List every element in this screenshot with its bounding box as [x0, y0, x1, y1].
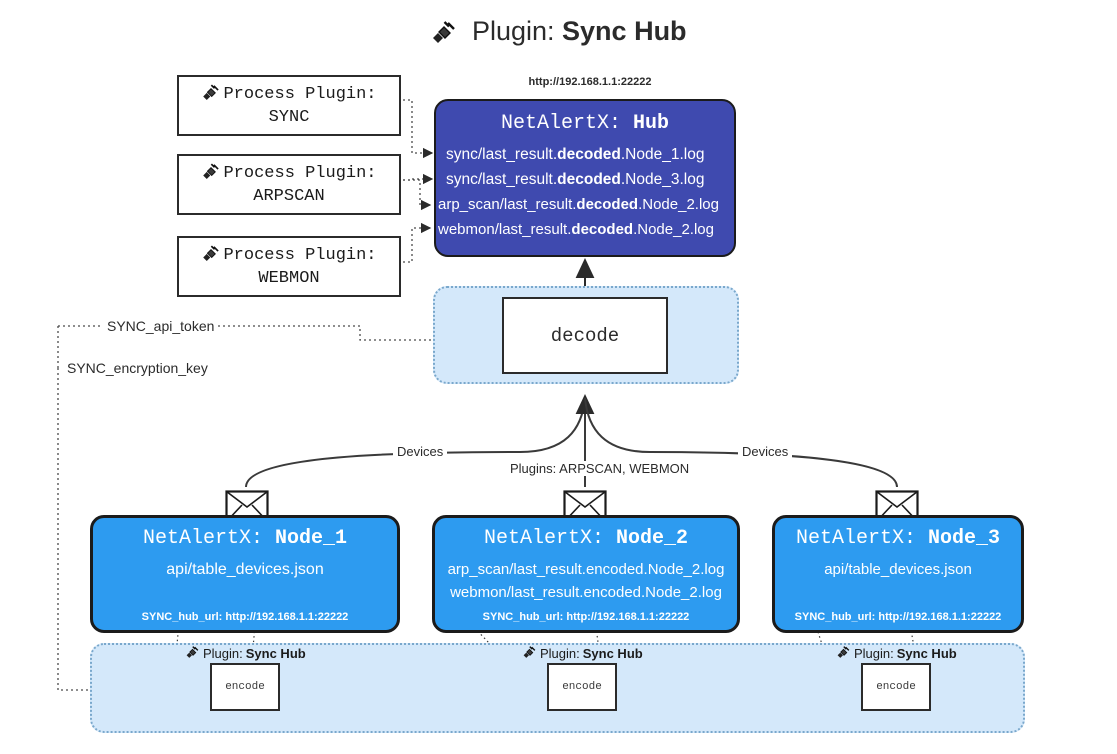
node-3-url: SYNC_hub_url: http://192.168.1.1:22222 — [794, 611, 1002, 623]
encoder-2-label: Plugin: Sync Hub — [522, 645, 643, 661]
hub-log-post: .Node_1.log — [620, 146, 705, 163]
encoder-1-label-prefix: Plugin: — [203, 645, 243, 661]
hub-title-prefix: NetAlertX: — [500, 112, 621, 135]
node-3-title-name: Node_3 — [928, 527, 1001, 550]
node-1-lines: api/table_devices.json — [93, 558, 397, 581]
encoder-2-label-name: Sync Hub — [582, 645, 643, 661]
plug-icon — [522, 645, 537, 661]
devices-label-right: Devices — [738, 444, 793, 459]
devices-label-left: Devices — [393, 444, 448, 459]
encoder-3-label-prefix: Plugin: — [854, 645, 894, 661]
node-1[interactable]: NetAlertX: Node_1 api/table_devices.json… — [90, 515, 400, 633]
hub-log-bold: decoded — [576, 196, 639, 213]
node-1-title-name: Node_1 — [275, 527, 348, 550]
plugins-label-center: Plugins: ARPSCAN, WEBMON — [506, 461, 694, 476]
plug-icon — [201, 83, 221, 107]
process-plugin-webmon[interactable]: Process Plugin: WEBMON — [177, 236, 401, 297]
sync-api-token-label: SYNC_api_token — [103, 318, 219, 334]
encode-box-1[interactable]: encode — [210, 663, 280, 711]
node-2-line: arp_scan/last_result.encoded.Node_2.log — [447, 561, 725, 578]
node-2-title-name: Node_2 — [616, 527, 689, 550]
node-3-line: api/table_devices.json — [824, 561, 972, 578]
node-3-title-prefix: NetAlertX: — [795, 527, 916, 550]
hub-log-post: .Node_2.log — [633, 221, 714, 238]
sync-encryption-key-label: SYNC_encryption_key — [63, 360, 212, 376]
page-title-name: Sync Hub — [562, 16, 687, 46]
process-plugin-webmon-line2: WEBMON — [258, 269, 320, 288]
hub-log-pre: sync/last_result. — [446, 171, 558, 188]
encoder-2-label-prefix: Plugin: — [540, 645, 580, 661]
process-plugin-sync[interactable]: Process Plugin: SYNC — [177, 75, 401, 136]
decode-box[interactable]: decode — [502, 297, 668, 374]
node-2-lines: arp_scan/last_result.encoded.Node_2.log … — [435, 558, 737, 604]
hub-log-line: sync/last_result.decoded.Node_3.log — [436, 167, 734, 192]
hub-node[interactable]: NetAlertX: Hub sync/last_result.decoded.… — [434, 99, 736, 257]
hub-log-bold: decoded — [571, 221, 634, 238]
hub-log-line: sync/last_result.decoded.Node_1.log — [436, 142, 734, 167]
plug-icon — [430, 19, 458, 50]
node-2-url: SYNC_hub_url: http://192.168.1.1:22222 — [482, 611, 690, 623]
node-2-line: webmon/last_result.encoded.Node_2.log — [450, 584, 722, 601]
node-2-title: NetAlertX: Node_2 — [435, 527, 737, 550]
node-1-title-prefix: NetAlertX: — [142, 527, 263, 550]
encoder-1-label: Plugin: Sync Hub — [185, 645, 306, 661]
plug-icon — [201, 244, 221, 268]
process-plugin-arpscan-line2: ARPSCAN — [253, 187, 325, 206]
encode-box-3[interactable]: encode — [861, 663, 931, 711]
plug-icon — [185, 645, 200, 661]
encoder-3-label: Plugin: Sync Hub — [836, 645, 957, 661]
page-title-prefix: Plugin: — [471, 16, 555, 46]
hub-log-bold: decoded — [557, 171, 621, 188]
node-2[interactable]: NetAlertX: Node_2 arp_scan/last_result.e… — [432, 515, 740, 633]
node-2-title-prefix: NetAlertX: — [483, 527, 604, 550]
node-3[interactable]: NetAlertX: Node_3 api/table_devices.json… — [772, 515, 1024, 633]
encode-box-2[interactable]: encode — [547, 663, 617, 711]
hub-log-pre: webmon/last_result. — [438, 221, 572, 238]
hub-log-post: .Node_2.log — [638, 196, 719, 213]
node-1-url: SYNC_hub_url: http://192.168.1.1:22222 — [141, 611, 349, 623]
plug-icon — [201, 162, 221, 186]
hub-log-pre: sync/last_result. — [446, 146, 558, 163]
plugin-to-hub-edges — [398, 99, 434, 263]
hub-title: NetAlertX: Hub — [436, 112, 734, 135]
page-title: Plugin: Sync Hub — [0, 16, 1117, 50]
hub-log-pre: arp_scan/last_result. — [438, 196, 577, 213]
encoder-1-label-name: Sync Hub — [245, 645, 306, 661]
hub-log-post: .Node_3.log — [620, 171, 705, 188]
plug-icon — [836, 645, 851, 661]
config-token-edges — [57, 325, 499, 696]
node-1-title: NetAlertX: Node_1 — [93, 527, 397, 550]
hub-log-list: sync/last_result.decoded.Node_1.log sync… — [436, 142, 734, 242]
hub-log-bold: decoded — [557, 146, 621, 163]
node-3-lines: api/table_devices.json — [775, 558, 1021, 581]
process-plugin-sync-line1: Process Plugin: — [223, 85, 377, 105]
node-1-line: api/table_devices.json — [166, 561, 324, 578]
hub-title-name: Hub — [633, 112, 670, 135]
process-plugin-arpscan-line1: Process Plugin: — [223, 164, 377, 184]
process-plugin-arpscan[interactable]: Process Plugin: ARPSCAN — [177, 154, 401, 215]
process-plugin-webmon-line1: Process Plugin: — [223, 246, 377, 266]
encoder-3-label-name: Sync Hub — [896, 645, 957, 661]
process-plugin-sync-line2: SYNC — [268, 108, 310, 127]
hub-url-label: http://192.168.1.1:22222 — [528, 76, 652, 88]
hub-log-line: arp_scan/last_result.decoded.Node_2.log — [436, 192, 734, 217]
node-3-title: NetAlertX: Node_3 — [775, 527, 1021, 550]
hub-log-line: webmon/last_result.decoded.Node_2.log — [436, 217, 734, 242]
